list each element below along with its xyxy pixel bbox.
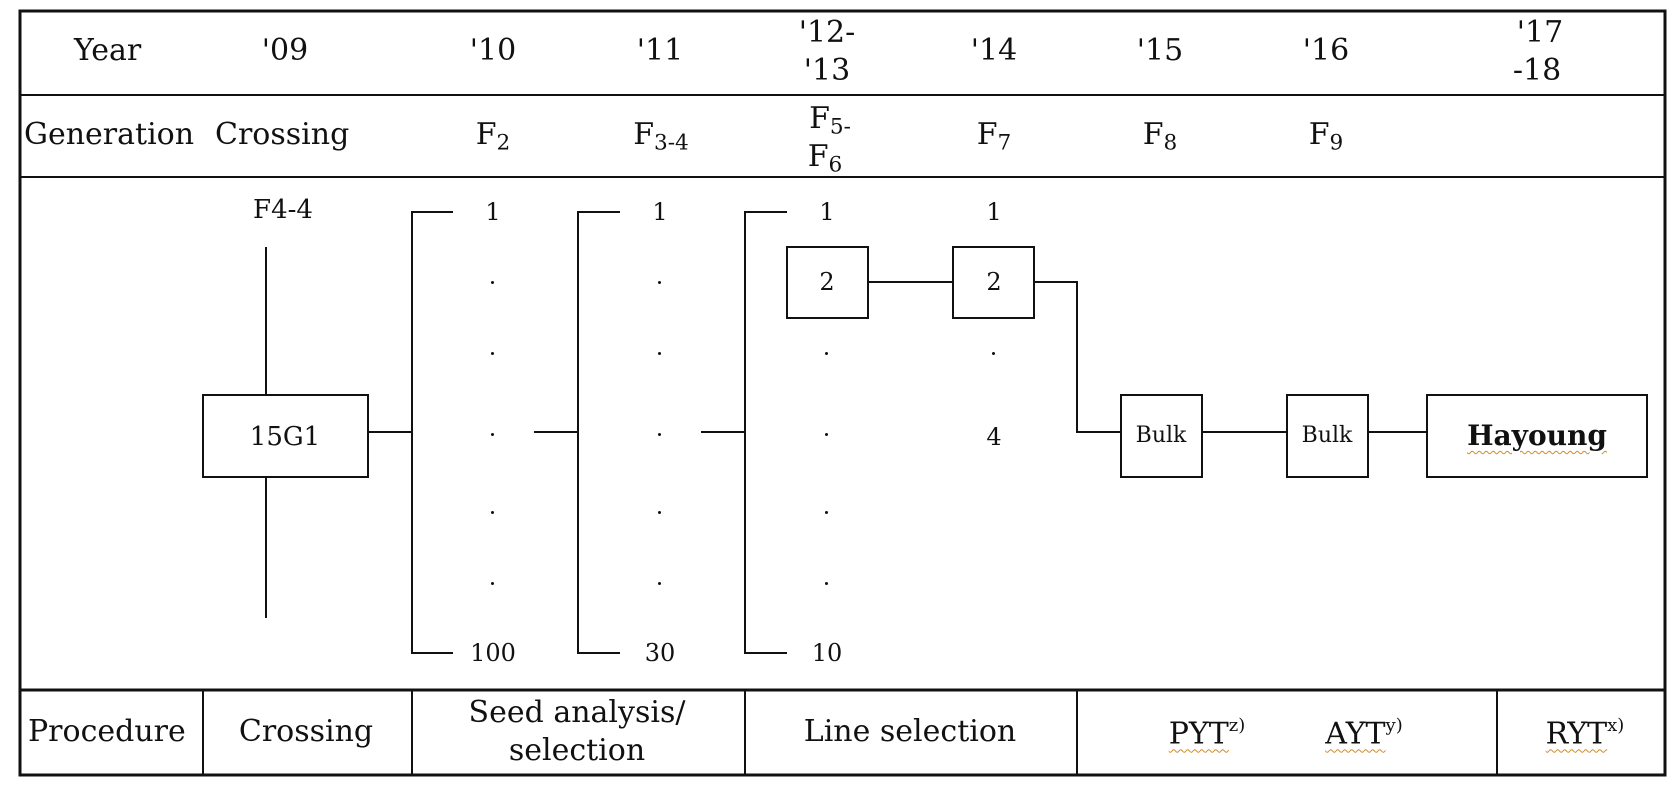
generation-label: Generation	[24, 117, 195, 152]
f2-top-number: 1	[485, 198, 501, 226]
ellipsis-dot	[491, 582, 494, 585]
generation-f9: F9	[1308, 117, 1344, 156]
cross-code: 15G1	[249, 422, 321, 452]
ellipsis-dot	[658, 281, 661, 284]
f34-bottom-number: 30	[644, 639, 676, 667]
generation-f6: F6	[807, 139, 843, 178]
procedure-line-selection: Line selection	[803, 714, 1017, 749]
cross-box	[202, 394, 369, 478]
ellipsis-dot	[658, 433, 661, 436]
bulk-label-1: Bulk	[1135, 423, 1187, 448]
ellipsis-dot	[825, 352, 828, 355]
f7-selected-number: 2	[986, 268, 1002, 296]
outer-border	[18, 9, 1667, 777]
year-09: '09	[261, 33, 309, 68]
year-18: -18	[1512, 53, 1562, 88]
year-label: Year	[74, 33, 142, 68]
generation-f2: F2	[475, 117, 511, 156]
bulk-box-1	[1120, 394, 1203, 478]
year-12: '12-	[798, 15, 856, 50]
generation-f34: F3-4	[633, 117, 689, 156]
f2-bottom-number: 100	[470, 639, 516, 667]
ellipsis-dot	[992, 352, 995, 355]
generation-f5: F5-	[809, 101, 851, 140]
ellipsis-dot	[491, 352, 494, 355]
f56-bracket	[744, 211, 787, 654]
procedure-label: Procedure	[28, 714, 186, 749]
ellipsis-dot	[825, 433, 828, 436]
year-16: '16	[1302, 33, 1350, 68]
year-11: '11	[636, 33, 684, 68]
year-15: '15	[1136, 33, 1184, 68]
f34-bracket	[577, 211, 620, 654]
procedure-pyt: PYTz)	[1168, 715, 1246, 752]
f2-bracket	[411, 211, 453, 654]
cultivar-name: Hayoung	[1467, 419, 1607, 452]
procedure-ayt: AYTy)	[1325, 715, 1403, 752]
bulk-box-2	[1286, 394, 1369, 478]
procedure-ryt: RYTx)	[1545, 715, 1625, 752]
ellipsis-dot	[658, 582, 661, 585]
generation-f7: F7	[976, 117, 1012, 156]
year-13: '13	[803, 53, 851, 88]
ellipsis-dot	[825, 582, 828, 585]
f56-top-number: 1	[819, 198, 835, 226]
ellipsis-dot	[491, 433, 494, 436]
parent-label: F4-4	[253, 195, 313, 225]
cultivar-box	[1426, 394, 1648, 478]
year-17: '17	[1516, 15, 1564, 50]
f7-last-number: 4	[986, 423, 1002, 451]
bulk-label-2: Bulk	[1301, 423, 1353, 448]
f56-bottom-number: 10	[811, 639, 843, 667]
generation-crossing: Crossing	[215, 117, 350, 152]
procedure-crossing: Crossing	[238, 714, 374, 749]
f7-top-number: 1	[986, 198, 1002, 226]
procedure-seed-analysis: Seed analysis/	[468, 695, 686, 730]
generation-f8: F8	[1142, 117, 1178, 156]
f56-selected-number: 2	[819, 268, 835, 296]
ellipsis-dot	[491, 511, 494, 514]
f34-top-number: 1	[652, 198, 668, 226]
year-10: '10	[469, 33, 517, 68]
year-14: '14	[970, 33, 1018, 68]
ellipsis-dot	[825, 511, 828, 514]
ellipsis-dot	[658, 352, 661, 355]
ellipsis-dot	[491, 281, 494, 284]
ellipsis-dot	[658, 511, 661, 514]
procedure-selection: selection	[508, 733, 646, 768]
f7-to-bulk	[1034, 281, 1121, 433]
